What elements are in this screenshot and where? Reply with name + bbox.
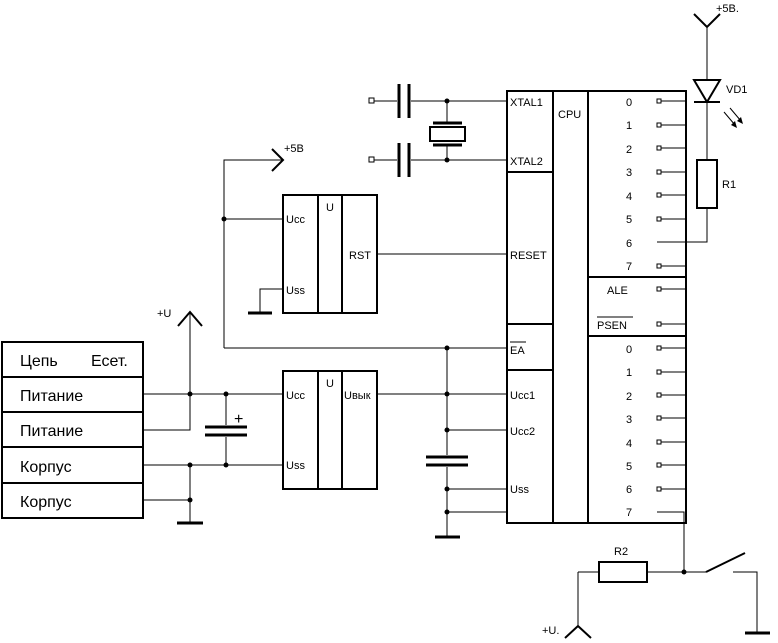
- plus-u-bottom-label: +U.: [542, 625, 559, 637]
- table-row-label: Корпус: [20, 459, 72, 476]
- reset-chip: U Ucc Uss RST: [221, 194, 507, 315]
- junction-dot: [444, 427, 450, 433]
- junction-dot: [444, 98, 450, 104]
- cpu-port1-pin: 0: [626, 344, 632, 356]
- cap-polarity-mark: +: [234, 411, 243, 428]
- cpu-pin-uss: Uss: [510, 484, 529, 496]
- junction-dot: [187, 497, 193, 503]
- cpu-pin-psen: PSEN: [597, 320, 627, 332]
- cpu-pin-xtal1: XTAL1: [510, 97, 543, 109]
- switch-branch: R2 +U.: [542, 511, 770, 639]
- plus5v-reset-label: +5В: [284, 143, 304, 155]
- table-row-label: Корпус: [20, 494, 72, 511]
- cpu-port1-pin: 6: [626, 484, 632, 496]
- connector-table: Цепь Есет. Питание Питание Корпус Корпус: [1, 341, 144, 519]
- cpu-port0-pin: 0: [626, 97, 632, 109]
- reset-chip-pin-rst: RST: [349, 250, 371, 262]
- cpu-supply-wiring: [377, 348, 507, 539]
- resistor-r1: [696, 159, 718, 209]
- cpu-port1-pin: 5: [626, 461, 632, 473]
- r2-label: R2: [614, 546, 628, 558]
- cpu-port0-pin: 3: [626, 167, 632, 179]
- table-header-net: Цепь: [20, 353, 58, 370]
- junction-dot: [187, 462, 193, 468]
- cpu-port1-pin: 2: [626, 391, 632, 403]
- cpu-port1-pin: 3: [626, 414, 632, 426]
- table-row-label: Питание: [20, 388, 83, 405]
- table-header-pin: Есет.: [91, 353, 128, 370]
- cpu-pin-terminals: [656, 98, 686, 492]
- cpu-port0-pin: 5: [626, 214, 632, 226]
- power-input-wiring: +U +: [143, 308, 283, 525]
- junction-dot: [223, 462, 229, 468]
- led-branch: +5В. VD1 R1: [657, 3, 747, 243]
- regulator-chip-pin-out: Uвык: [344, 390, 371, 402]
- cpu-port1-pin: 4: [626, 438, 632, 450]
- regulator-chip-title: U: [326, 378, 334, 390]
- r1-label: R1: [722, 179, 736, 191]
- cpu-port0-pin: 6: [626, 238, 632, 250]
- resistor-r2: [598, 561, 648, 583]
- regulator-chip-pin-uss: Uss: [286, 460, 305, 472]
- cpu-port0-pin: 4: [626, 191, 632, 203]
- cpu-pin-ea: EA: [510, 345, 525, 357]
- cpu-chip: CPU XTAL1 XTAL2 RESET EA Ucc1 Ucc2 Uss 0…: [506, 90, 687, 524]
- table-row-label: Питание: [20, 423, 83, 440]
- plus5v-top-label: +5В.: [716, 3, 739, 15]
- led-icon: [692, 79, 722, 104]
- plus5v-reset-supply: +5В: [223, 143, 507, 351]
- junction-dot: [444, 157, 450, 163]
- junction-dot: [444, 509, 450, 515]
- reset-chip-pin-uss: Uss: [286, 285, 305, 297]
- junction-dot: [444, 486, 450, 492]
- crystal-circuit: [368, 84, 507, 177]
- cpu-title: CPU: [558, 109, 581, 121]
- cpu-pin-xtal2: XTAL2: [510, 156, 543, 168]
- cpu-pin-ale: ALE: [607, 285, 628, 297]
- switch-icon: [705, 552, 746, 573]
- led-label: VD1: [726, 84, 747, 96]
- cpu-pin-ucc2: Ucc2: [510, 426, 535, 438]
- regulator-chip-pin-ucc: Ucc: [286, 390, 305, 402]
- cpu-port0-pin: 7: [626, 261, 632, 273]
- junction-dot: [444, 391, 450, 397]
- cpu-pin-reset: RESET: [510, 250, 547, 262]
- cpu-port1-pin: 1: [626, 367, 632, 379]
- cpu-port0-pin: 1: [626, 120, 632, 132]
- regulator-chip: U Ucc Uss Uвык: [282, 370, 378, 490]
- reset-chip-title: U: [326, 202, 334, 214]
- plus-u-label: +U: [157, 308, 171, 320]
- junction-dot: [187, 391, 193, 397]
- junction-dot: [223, 391, 229, 397]
- cpu-port1-pin: 7: [626, 507, 632, 519]
- cpu-pin-ucc1: Ucc1: [510, 390, 535, 402]
- reset-chip-pin-ucc: Ucc: [286, 214, 305, 226]
- cpu-port0-pin: 2: [626, 144, 632, 156]
- junction-dot: [681, 569, 687, 575]
